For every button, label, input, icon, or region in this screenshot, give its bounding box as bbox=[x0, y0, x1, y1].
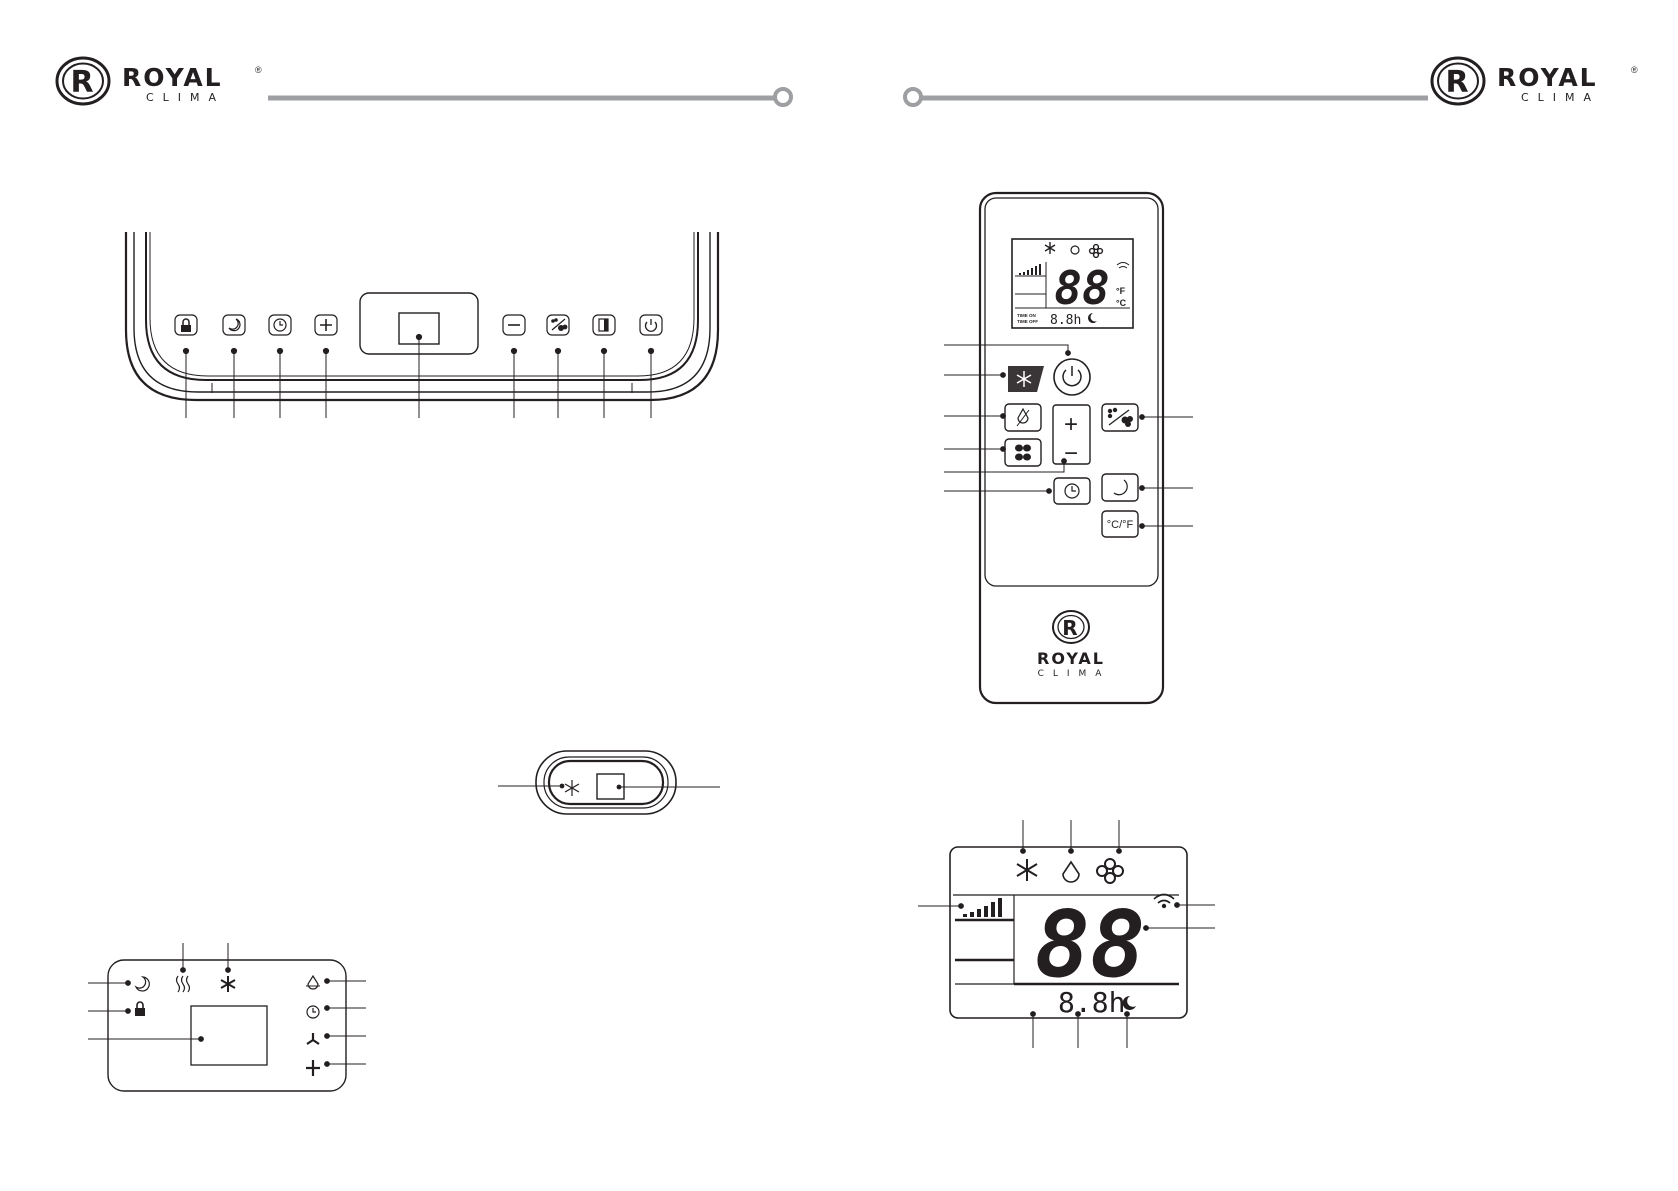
fan-low-icon bbox=[306, 1033, 320, 1045]
logo-letter: R bbox=[1062, 616, 1079, 640]
panel-button-minus[interactable] bbox=[502, 314, 526, 336]
panel-button-power[interactable] bbox=[639, 314, 663, 336]
registered-mark: ® bbox=[255, 65, 262, 75]
remote-lcd-temp: 88 bbox=[1054, 261, 1109, 315]
header-rule-right bbox=[903, 87, 1428, 107]
unit-control-panel bbox=[124, 232, 720, 402]
remote-button-sleep[interactable] bbox=[1101, 473, 1139, 502]
lcd-detail-temp: 88 bbox=[1035, 891, 1146, 998]
dehumidify-icon bbox=[307, 974, 319, 990]
dehumidify-icon bbox=[1062, 860, 1080, 883]
fan-speed-icon bbox=[1107, 407, 1133, 427]
lock-icon bbox=[135, 1001, 145, 1016]
panel-button-sleep[interactable] bbox=[222, 314, 246, 336]
oval-control-panel bbox=[498, 750, 720, 815]
snowflake-icon bbox=[1016, 859, 1038, 881]
remote-lcd-time-off: TIME OFF bbox=[1017, 319, 1038, 324]
remote-lcd-unit-f: °F bbox=[1116, 286, 1126, 296]
timer-icon bbox=[306, 1005, 320, 1019]
remote-brand-name: ROYAL bbox=[1037, 649, 1105, 668]
lcd-digit-window bbox=[190, 1005, 268, 1066]
remote-button-unit[interactable]: °C/°F bbox=[1101, 510, 1139, 538]
panel-lcd-diagram bbox=[88, 943, 366, 1092]
snowflake-icon bbox=[1016, 371, 1032, 387]
logo-letter: R bbox=[70, 65, 95, 100]
remote-callout-lines bbox=[944, 344, 1193, 529]
timer-icon bbox=[273, 318, 287, 332]
brand-name: ROYAL bbox=[122, 63, 223, 92]
remote-control: 88 °F °C TIME ON TIME OFF 8.8h bbox=[944, 191, 1193, 705]
remote-button-fan[interactable] bbox=[1004, 438, 1042, 467]
panel-button-lock[interactable] bbox=[174, 314, 198, 336]
timer-icon bbox=[1064, 483, 1080, 499]
fan-icon bbox=[1015, 444, 1031, 461]
moon-icon bbox=[1122, 995, 1136, 1010]
brand-logo-left: R ROYAL ® CLIMA bbox=[55, 56, 262, 106]
signal-bars-icon bbox=[963, 898, 1002, 917]
remote-temp-rocker[interactable]: + − bbox=[1052, 404, 1091, 467]
snowflake-icon bbox=[220, 976, 236, 992]
droplet-icon bbox=[1017, 407, 1029, 424]
fan-high-icon bbox=[306, 1060, 320, 1076]
plus-icon bbox=[320, 319, 332, 331]
brand-name: ROYAL bbox=[1497, 63, 1598, 92]
panel-button-fan-speed[interactable] bbox=[546, 314, 570, 336]
remote-unit-label: °C/°F bbox=[1107, 519, 1134, 531]
header-rule-left bbox=[268, 87, 793, 107]
remote-plus-label[interactable]: + bbox=[1064, 411, 1078, 438]
registered-mark: ® bbox=[1631, 65, 1638, 75]
remote-minus-label[interactable]: − bbox=[1064, 440, 1078, 467]
oval-panel-display bbox=[596, 773, 625, 800]
brand-sub: CLIMA bbox=[1521, 91, 1600, 104]
remote-brand-logo: R ROYAL CLIMA bbox=[1037, 610, 1111, 679]
snowflake-button-icon[interactable] bbox=[564, 780, 580, 796]
power-icon bbox=[1062, 369, 1082, 387]
sleep-icon bbox=[1113, 479, 1128, 496]
remote-brand-sub: CLIMA bbox=[1038, 669, 1111, 679]
panel-callout-lines bbox=[182, 333, 655, 418]
panel-button-timer[interactable] bbox=[268, 314, 292, 336]
remote-lcd: 88 °F °C TIME ON TIME OFF 8.8h bbox=[1011, 238, 1134, 329]
remote-button-power[interactable] bbox=[1053, 358, 1091, 396]
remote-button-dehumidify[interactable] bbox=[1004, 403, 1042, 432]
sleep-icon bbox=[134, 976, 150, 992]
fan-speed-icon bbox=[551, 318, 568, 331]
fan-icon bbox=[1096, 858, 1124, 884]
remote-lcd-unit-c: °C bbox=[1116, 298, 1127, 308]
sleep-icon bbox=[228, 318, 241, 332]
power-icon bbox=[644, 321, 658, 332]
remote-button-mode-cool[interactable] bbox=[1008, 366, 1044, 392]
remote-lcd-time-on: TIME ON bbox=[1017, 313, 1036, 318]
panel-button-mode[interactable] bbox=[592, 314, 616, 336]
remote-lcd-timer: 8.8h bbox=[1050, 313, 1081, 328]
panel-button-plus[interactable] bbox=[314, 314, 338, 336]
remote-button-timer[interactable] bbox=[1053, 477, 1091, 505]
remote-lcd-detail: 88 8.8h bbox=[918, 820, 1215, 1048]
brand-logo-right: R ROYAL ® CLIMA bbox=[1430, 56, 1638, 106]
lcd-detail-timer: 8.8h bbox=[1058, 986, 1125, 1019]
brand-sub: CLIMA bbox=[146, 91, 225, 104]
heat-icon bbox=[175, 975, 191, 993]
wifi-icon bbox=[1153, 893, 1175, 909]
logo-letter: R bbox=[1445, 65, 1470, 100]
remote-button-fan-speed[interactable] bbox=[1101, 403, 1139, 432]
